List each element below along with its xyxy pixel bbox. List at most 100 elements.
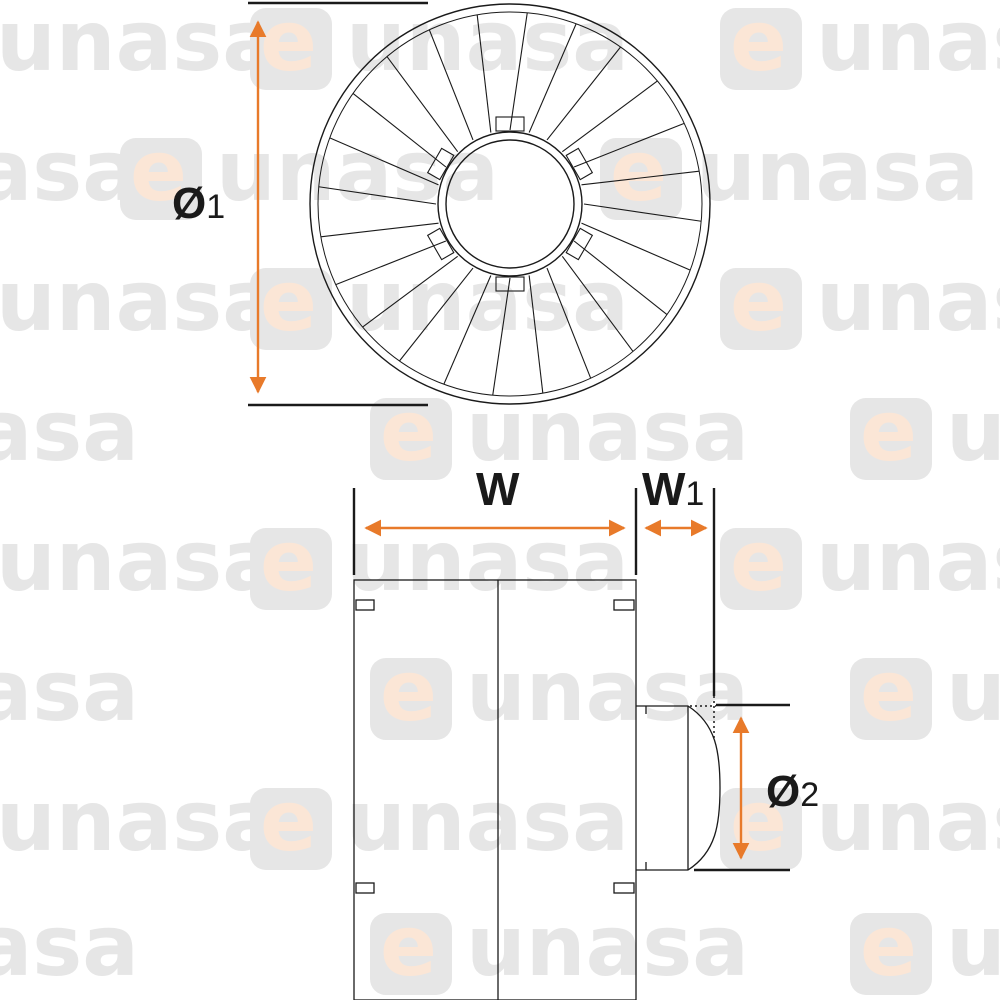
watermark-word: unasa (816, 0, 1000, 90)
watermark-word: unasa (946, 382, 1000, 480)
hub-tab (565, 227, 594, 261)
hub-diameter-index: 2 (800, 776, 819, 814)
watermark-letter: e (380, 897, 437, 995)
watermark-box (600, 138, 682, 220)
watermark-letter: e (860, 897, 917, 995)
watermark-letter: e (860, 382, 917, 480)
fan-blade (352, 93, 447, 168)
fan-blade (583, 203, 702, 222)
fan-blade (476, 14, 492, 133)
fan-side-view (353, 579, 721, 1000)
fan-blades (318, 12, 702, 396)
hub-diameter-symbol: Ø (766, 767, 800, 816)
watermark-box (250, 528, 332, 610)
fan-blade (399, 267, 474, 362)
outer-rim-inner (317, 11, 703, 397)
watermark-box (720, 528, 802, 610)
watermark-word: unasa (816, 772, 1000, 870)
fan-blade (386, 56, 459, 153)
watermark-word: unasa (0, 252, 279, 350)
watermark-letter: e (260, 0, 317, 90)
fan-blade (546, 267, 592, 379)
side-body (353, 579, 637, 1000)
watermark-letter: e (730, 0, 787, 90)
outer-diameter-label: Ø1 (172, 179, 225, 228)
watermark-word: unasa (946, 897, 1000, 995)
watermark-box (370, 913, 452, 995)
watermark-word: unasa (696, 122, 979, 220)
watermark-box (720, 268, 802, 350)
watermark-box (850, 398, 932, 480)
hub-diameter-label: Ø2 (766, 767, 819, 816)
width-dimension: W (352, 463, 638, 575)
watermark-letter: e (260, 512, 317, 610)
hub-diameter-dimension: Ø2 (694, 703, 819, 872)
watermark-word: unasa (0, 122, 139, 220)
fan-blade (573, 240, 668, 315)
watermark-letter: e (380, 382, 437, 480)
fan-blade (335, 240, 447, 286)
fan-blade (318, 186, 437, 205)
clip-top-left (355, 599, 375, 611)
hub-tab (495, 276, 525, 292)
hub-width-index: 1 (685, 475, 704, 513)
fan-blade (546, 46, 621, 141)
watermark-box (850, 913, 932, 995)
watermark-word: unasa (0, 772, 279, 870)
watermark-word: unasa (466, 897, 749, 995)
watermark-box (250, 268, 332, 350)
fan-blade (561, 255, 634, 352)
clip-bottom-right (613, 882, 635, 894)
fan-blade (509, 12, 528, 131)
watermark-box (250, 788, 332, 870)
watermark-box (370, 398, 452, 480)
watermark-letter: e (260, 772, 317, 870)
watermark-word: unasa (0, 642, 139, 740)
watermark-box (850, 658, 932, 740)
hub-tab (426, 147, 455, 181)
fan-wheel-front-view (309, 3, 711, 405)
hub-tab (426, 227, 455, 261)
width-label: W (476, 463, 520, 515)
fan-blade (581, 222, 691, 271)
watermark-letter: e (730, 512, 787, 610)
outer-rim (309, 3, 711, 405)
fan-blade (362, 255, 459, 328)
watermark-word: unasa (0, 0, 279, 90)
watermark-letter: e (610, 122, 667, 220)
watermark-word: unasa (816, 512, 1000, 610)
watermark-word: unasa (0, 382, 139, 480)
watermark-letter: e (380, 642, 437, 740)
watermark-word: unasa (346, 512, 629, 610)
fan-blade (320, 222, 439, 238)
fan-blade (329, 137, 439, 186)
outer-diameter-dimension: Ø1 (172, 1, 428, 407)
hub-width-dimension: W1 (642, 463, 716, 740)
watermark-box (250, 8, 332, 90)
hub-tabs (426, 116, 594, 292)
hub-tab (565, 147, 594, 181)
watermark-letter: e (130, 122, 187, 220)
outer-diameter-symbol: Ø (172, 179, 206, 228)
clip-top-right (613, 599, 635, 611)
hub-width-symbol: W (642, 463, 686, 515)
watermark-word: unasa (466, 642, 749, 740)
fan-blade (428, 29, 474, 141)
hub-inner (445, 139, 575, 269)
watermark-letter: e (260, 252, 317, 350)
watermark-word: unasa (346, 772, 629, 870)
watermark-letter: e (860, 642, 917, 740)
fan-blade (561, 80, 658, 153)
watermark-word: unasa (466, 382, 749, 480)
watermark-word: unasa (346, 252, 629, 350)
hub-outer (437, 131, 583, 277)
watermark-box (120, 138, 202, 220)
outer-diameter-index: 1 (206, 188, 225, 226)
watermark-box (370, 658, 452, 740)
clip-bottom-left (355, 882, 375, 894)
hub-cap (636, 705, 721, 871)
fan-blade (581, 170, 700, 186)
fan-blade (528, 23, 577, 133)
fan-blade (573, 122, 685, 168)
